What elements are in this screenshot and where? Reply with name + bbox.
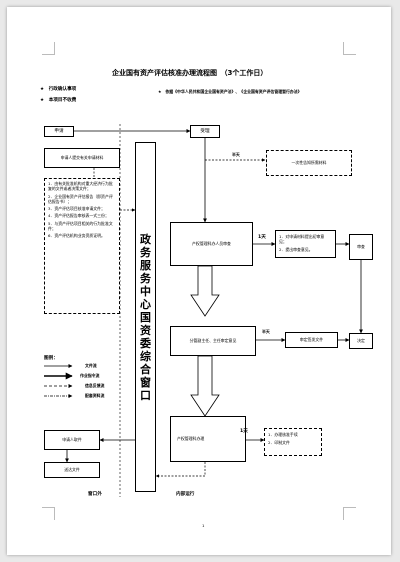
legend-file-flow: 文件流: [85, 363, 97, 368]
material-item: 3．资产评估项目核准申请文件；: [48, 206, 105, 212]
review-opinion-item: 2．提出审查意见。: [279, 246, 313, 252]
material-item: 1．由有关批准机构对重大经济行为批复的文件或者决策文件；: [48, 181, 113, 192]
material-item: 5．与资产评估项目相关的行为批准文件；: [48, 220, 113, 232]
office-handle-box: 产权管理科办理: [170, 416, 246, 462]
deliver-document-box: 送达文件: [44, 462, 100, 478]
handle-result-item: 1．办理核准手续: [268, 432, 298, 437]
legend-feedback-flow: 信息反馈流: [85, 383, 105, 388]
review-opinion-item: 1．对申请材料提出初审意见；: [279, 234, 325, 245]
review-opinions-box: 1．对申请材料提出初审意见； 2．提出审查意见。: [275, 230, 336, 258]
crop-mark: [343, 507, 356, 520]
applicant-submit-box: 申请人提交有关申请材料: [44, 148, 120, 168]
material-item: 6．资产评估机构业务资质证明。: [48, 233, 105, 239]
material-item: 2．企业国有资产评估报告（即资产评估报告书）；: [48, 193, 113, 204]
decision-box: 决定: [349, 333, 373, 349]
material-item: 4．资产评估报告审核表一式三份；: [48, 213, 109, 219]
review-box: 审查: [349, 234, 373, 260]
applicant-receive-box: 申请人取件: [44, 430, 100, 450]
crop-mark: [42, 507, 55, 520]
apply-box: 申请: [44, 126, 74, 137]
flow-arrow-to-handle: [190, 355, 220, 417]
handle-results-box: 1．办理核准手续 2．印制文件: [264, 428, 322, 456]
flow-arrow-to-deputy: [190, 265, 220, 317]
one-time-notice-box: 一次性告知所需材料: [266, 150, 352, 176]
window-column: 政务服务中心国资委综合窗口: [135, 142, 156, 492]
duration-half-day: 半天: [232, 152, 240, 157]
duration-one-day: 1天: [240, 429, 248, 434]
accept-box: 受理: [190, 125, 220, 138]
duration-half-day: 半天: [262, 329, 270, 334]
note-no-fee: ★ 本项目不收费: [40, 98, 77, 103]
window-label: 政务服务中心国资委综合窗口: [140, 232, 151, 402]
crop-mark: [42, 42, 55, 55]
duration-one-day: 1天: [258, 235, 266, 240]
zone-label-outside: 窗口外: [88, 492, 102, 497]
approval-document-box: 审定签发文件: [285, 332, 338, 348]
page-number: 1: [202, 523, 205, 528]
handle-result-item: 2．印制文件: [268, 440, 290, 446]
office-review-box: 产权管理科办人员审查: [170, 222, 253, 266]
legend-support-flow: 配套资料流: [85, 393, 105, 398]
legal-basis: ★ 依据《中华人民共和国企业国有资产法》、《企业国有资产评估管理暂行办法》: [158, 89, 302, 94]
deputy-review-box: 分管副主任、主任审定意见: [170, 326, 256, 356]
materials-list: 1．由有关批准机构对重大经济行为批复的文件或者决策文件； 2．企业国有资产评估报…: [44, 178, 120, 314]
zone-label-inside: 内部运行: [176, 492, 195, 497]
legend-instruction-flow: 作业指令流: [80, 373, 100, 378]
crop-mark: [343, 42, 356, 55]
note-admin-confirmation: ★ 行政确认事项: [40, 87, 77, 92]
legend-title: 图例：: [44, 356, 58, 361]
page-title: 企业国有资产评估核准办理流程图 （3个工作日）: [112, 69, 268, 77]
